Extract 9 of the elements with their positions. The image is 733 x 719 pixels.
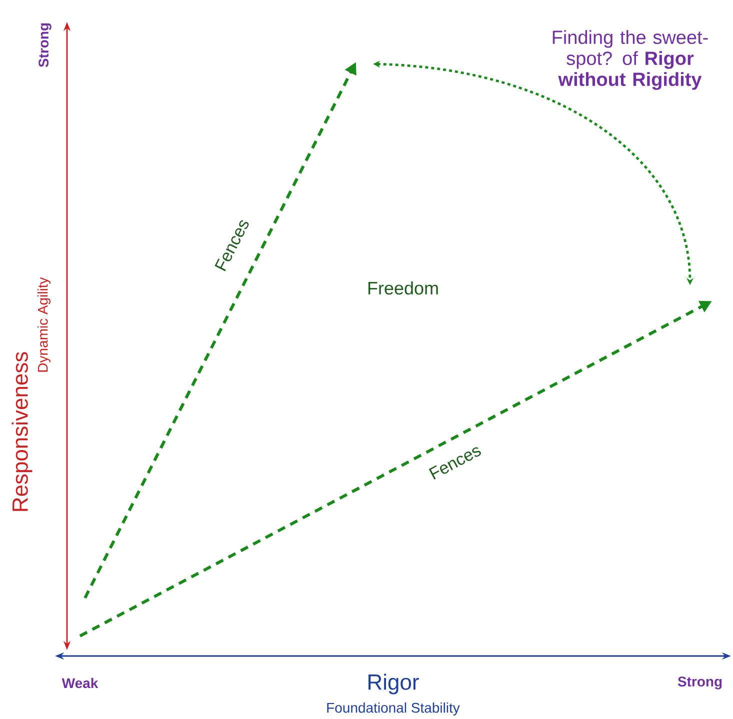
axis-end-label: Strong xyxy=(38,23,52,68)
axis-end-label: Weak xyxy=(62,678,98,688)
annotation-text: Finding the sweet-spot? of Rigor without Rigidity xyxy=(552,30,708,90)
axis-title: Rigor xyxy=(368,674,419,694)
area-label: Freedom xyxy=(368,281,438,295)
axis-title: Responsiveness xyxy=(12,352,32,511)
axis-subtitle: Foundational Stability xyxy=(327,702,460,716)
axis-subtitle: Dynamic Agility xyxy=(37,277,51,372)
axis-end-label: Strong xyxy=(678,676,722,690)
